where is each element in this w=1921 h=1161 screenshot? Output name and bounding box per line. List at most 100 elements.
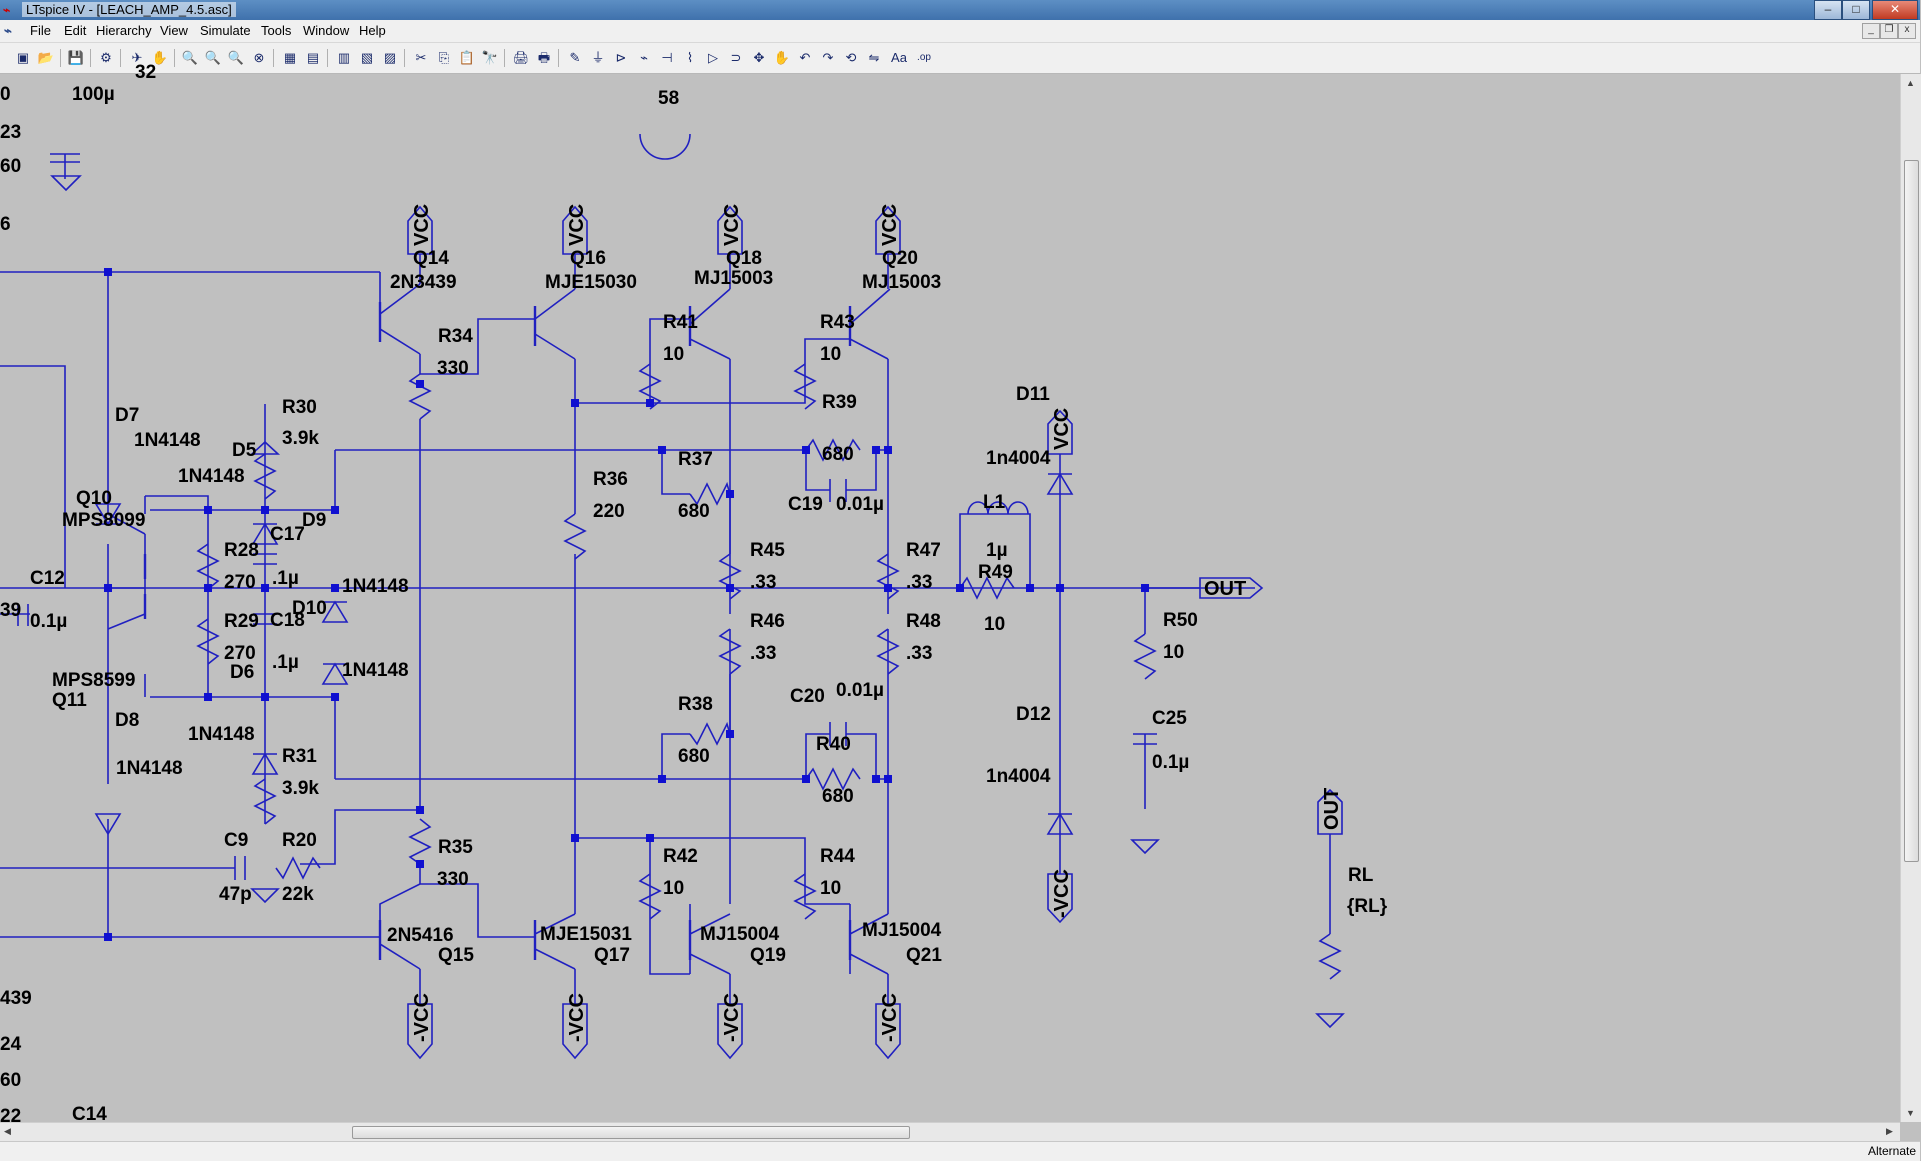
vcc-label: VCC [1051, 408, 1073, 450]
out-flag-main [1199, 577, 1264, 599]
undo-icon[interactable]: ↶ [799, 50, 811, 65]
junction-dot [646, 399, 654, 407]
r49-ref: R49 [978, 562, 1013, 583]
r38-value: 680 [678, 746, 710, 767]
control-panel-icon[interactable]: ⚙ [100, 50, 112, 65]
wire-q10-col [107, 513, 146, 535]
mdi-restore-button[interactable]: ❐ [1880, 23, 1898, 39]
cascade-icon[interactable]: ▨ [383, 50, 397, 65]
drag-icon[interactable]: ✋ [773, 50, 791, 65]
vcc-flag-q18 [717, 205, 743, 255]
mdi-close-button[interactable]: x [1898, 23, 1916, 39]
scroll-up-icon[interactable]: ▲ [1906, 78, 1915, 88]
maximize-button[interactable]: □ [1842, 0, 1870, 20]
ground-icon[interactable]: ⏚ [591, 50, 605, 65]
d5-ref: D5 [232, 440, 257, 461]
inductor-icon[interactable]: ⌇ [686, 50, 694, 65]
resistor-icon[interactable]: ⌁ [640, 50, 648, 65]
diode-d5 [251, 522, 279, 545]
wire-q14-col [379, 283, 421, 315]
redo-icon[interactable]: ↷ [822, 50, 834, 65]
toolbar-separator [558, 49, 559, 67]
zoom-in-icon[interactable]: 🔍 [181, 50, 199, 65]
document-icon[interactable]: ⌁ [4, 23, 12, 38]
junction-dot [872, 446, 880, 454]
scroll-right-icon[interactable]: ▶ [1886, 1126, 1893, 1136]
menu-tools[interactable]: Tools [261, 23, 292, 38]
negvcc-label: -VCC [566, 993, 588, 1042]
c19-ref: C19 [788, 494, 823, 515]
autorange-icon[interactable]: ▦ [283, 50, 297, 65]
resistor-r44 [793, 873, 817, 920]
copy-icon[interactable]: ⎘ [438, 50, 450, 65]
menu-help[interactable]: Help [359, 23, 386, 38]
print-icon[interactable]: 🖨 [512, 50, 530, 65]
d12-value: 1n4004 [986, 766, 1051, 787]
capacitor-icon[interactable]: ⊣ [661, 50, 673, 65]
horizontal-scroll-thumb[interactable] [352, 1126, 910, 1139]
wire-icon[interactable]: ✎ [569, 50, 581, 65]
new-schematic-icon[interactable]: ▣ [16, 50, 30, 65]
gridlines-icon[interactable]: ▤ [306, 50, 320, 65]
menu-simulate[interactable]: Simulate [200, 23, 251, 38]
paste-icon[interactable]: 📋 [458, 50, 476, 65]
label-net-icon[interactable]: ⊳ [615, 50, 627, 65]
zoom-out-icon[interactable]: 🔍 [227, 50, 245, 65]
diode-d6 [251, 752, 279, 775]
wire-q15-q17 [419, 864, 535, 938]
wire-r38-left [661, 733, 690, 779]
text-icon[interactable]: Aa [891, 50, 907, 65]
junction-dot [261, 693, 269, 701]
menu-hierarchy[interactable]: Hierarchy [96, 23, 152, 38]
menu-file[interactable]: File [30, 23, 51, 38]
wire-q20-emit [849, 338, 889, 360]
menu-edit[interactable]: Edit [64, 23, 87, 38]
partial-label: 39 [0, 600, 21, 621]
tile-horizontal-icon[interactable]: ▥ [337, 50, 351, 65]
capacitor-c12 [17, 604, 29, 626]
move-icon[interactable]: ✥ [753, 50, 765, 65]
scroll-down-icon[interactable]: ▼ [1906, 1108, 1915, 1118]
save-icon[interactable]: 💾 [67, 50, 85, 65]
horizontal-scrollbar[interactable]: ◀ ▶ [0, 1122, 1900, 1141]
close-button[interactable]: ✕ [1872, 0, 1918, 20]
run-icon[interactable]: ✈ [131, 50, 143, 65]
halt-icon[interactable]: ✋ [151, 50, 169, 65]
r46-ref: R46 [750, 611, 785, 632]
tile-vertical-icon[interactable]: ▧ [360, 50, 374, 65]
r29-value: 270 [224, 643, 256, 664]
print-preview-icon[interactable]: 🖶 [537, 50, 551, 65]
minimize-button[interactable]: – [1814, 0, 1842, 20]
menu-window[interactable]: Window [303, 23, 350, 38]
zoom-cancel-icon[interactable]: ⊗ [253, 50, 265, 65]
rotate-icon[interactable]: ⟲ [845, 50, 857, 65]
c17-ref: C17 [270, 524, 305, 545]
schematic-canvas[interactable]: 0 23 60 6 39 439 24 60 22 100µ 32 58 Q14… [0, 62, 1900, 1127]
vcc-flags [407, 205, 1343, 1060]
open-icon[interactable]: 📂 [37, 50, 55, 65]
vertical-scroll-thumb[interactable] [1904, 160, 1919, 862]
menu-view[interactable]: View [160, 23, 188, 38]
vertical-scrollbar[interactable]: ▲ ▼ [1900, 74, 1921, 1122]
diode-icon[interactable]: ▷ [708, 50, 718, 65]
q18-value: MJ15003 [694, 268, 773, 289]
c19-value: 0.01µ [836, 494, 884, 515]
mdi-minimize-button[interactable]: _ [1862, 23, 1880, 39]
ltspice-app-icon[interactable]: ⌁ [3, 3, 11, 17]
component-icon[interactable]: ⊃ [730, 50, 742, 65]
mirror-icon[interactable]: ⇋ [868, 50, 880, 65]
wire-l1-loop [959, 513, 1031, 588]
partial-label: 439 [0, 988, 32, 1009]
c12-value: 0.1µ [30, 611, 67, 632]
scroll-left-icon[interactable]: ◀ [4, 1126, 11, 1136]
resistor-rl [1318, 933, 1342, 980]
r30-value: 3.9k [282, 428, 319, 449]
cut-icon[interactable]: ✂ [415, 50, 427, 65]
wire-q14-q16 [420, 318, 535, 375]
find-icon[interactable]: 🔭 [481, 50, 499, 65]
spice-directive-icon[interactable]: .op [917, 52, 931, 63]
wire-r35-net [300, 809, 420, 865]
r38-ref: R38 [678, 694, 713, 715]
partial-label: 22 [0, 1106, 21, 1127]
zoom-full-icon[interactable]: 🔍 [204, 50, 222, 65]
